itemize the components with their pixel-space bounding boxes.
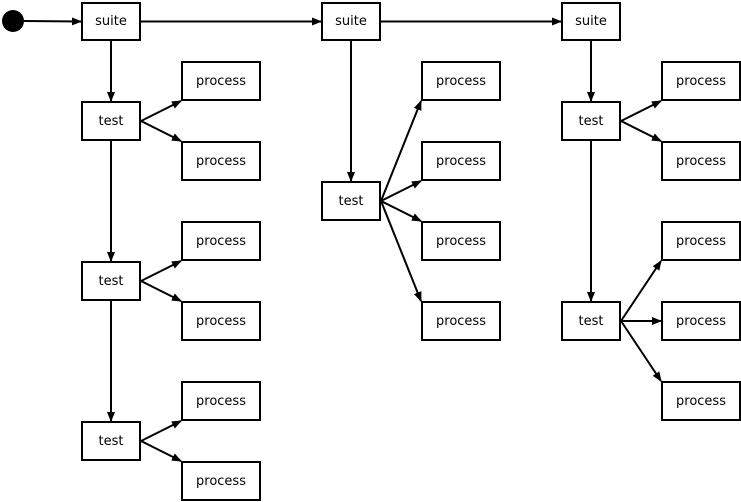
- edge-test6-to-proc15: [620, 320, 662, 382]
- node-label: process: [436, 73, 486, 89]
- node-suite-suite1[interactable]: suite: [81, 2, 141, 41]
- node-test-test3[interactable]: test: [81, 421, 141, 461]
- node-process-proc5[interactable]: process: [181, 381, 261, 421]
- node-process-proc6[interactable]: process: [181, 461, 261, 501]
- edge-test2-to-proc3: [140, 260, 182, 282]
- edge-test6-to-proc13: [620, 260, 662, 322]
- node-process-proc10[interactable]: process: [421, 301, 501, 341]
- node-label: test: [98, 273, 124, 289]
- node-suite-suite2[interactable]: suite: [321, 2, 381, 41]
- edge-test3-to-proc5: [140, 420, 182, 442]
- node-test-test4[interactable]: test: [321, 181, 381, 221]
- edge-start-to-suite1: [23, 17, 82, 26]
- node-process-proc13[interactable]: process: [661, 221, 741, 261]
- node-test-test6[interactable]: test: [561, 301, 621, 341]
- node-label: suite: [95, 14, 127, 29]
- edge-test4-to-proc8: [380, 180, 422, 202]
- node-process-proc14[interactable]: process: [661, 301, 741, 341]
- node-label: suite: [335, 14, 367, 29]
- node-process-proc15[interactable]: process: [661, 381, 741, 421]
- node-label: test: [578, 113, 604, 129]
- node-label: test: [578, 313, 604, 329]
- edge-test5-to-proc11: [620, 100, 662, 122]
- node-label: process: [436, 153, 486, 169]
- node-label: test: [338, 193, 364, 209]
- node-suite-suite3[interactable]: suite: [561, 2, 621, 41]
- edge-test4-to-proc7: [380, 100, 422, 202]
- node-label: process: [676, 73, 726, 89]
- node-test-test2[interactable]: test: [81, 261, 141, 301]
- node-label: process: [676, 233, 726, 249]
- node-label: process: [436, 233, 486, 249]
- node-process-proc7[interactable]: process: [421, 61, 501, 101]
- node-process-proc9[interactable]: process: [421, 221, 501, 261]
- node-label: process: [676, 153, 726, 169]
- edge-test1-to-proc1: [140, 100, 182, 122]
- node-test-test1[interactable]: test: [81, 101, 141, 141]
- node-process-proc11[interactable]: process: [661, 61, 741, 101]
- node-process-proc2[interactable]: process: [181, 141, 261, 181]
- node-label: suite: [575, 14, 607, 29]
- node-label: test: [98, 433, 124, 449]
- node-label: process: [196, 73, 246, 89]
- node-process-proc8[interactable]: process: [421, 141, 501, 181]
- node-process-proc4[interactable]: process: [181, 301, 261, 341]
- node-label: test: [98, 113, 124, 129]
- node-label: process: [196, 393, 246, 409]
- node-label: process: [196, 473, 246, 489]
- edge-test2-to-proc4: [140, 280, 182, 302]
- node-label: process: [196, 313, 246, 329]
- node-process-proc12[interactable]: process: [661, 141, 741, 181]
- node-label: process: [676, 393, 726, 409]
- edge-test3-to-proc6: [140, 440, 182, 462]
- node-test-test5[interactable]: test: [561, 101, 621, 141]
- node-label: process: [196, 233, 246, 249]
- edge-test5-to-proc12: [620, 120, 662, 142]
- edge-test4-to-proc10: [380, 200, 422, 302]
- node-process-proc3[interactable]: process: [181, 221, 261, 261]
- edge-test1-to-proc2: [140, 120, 182, 142]
- node-process-proc1[interactable]: process: [181, 61, 261, 101]
- node-label: process: [676, 313, 726, 329]
- node-label: process: [436, 313, 486, 329]
- edge-test4-to-proc9: [380, 200, 422, 222]
- start-node-icon: [2, 10, 24, 32]
- node-label: process: [196, 153, 246, 169]
